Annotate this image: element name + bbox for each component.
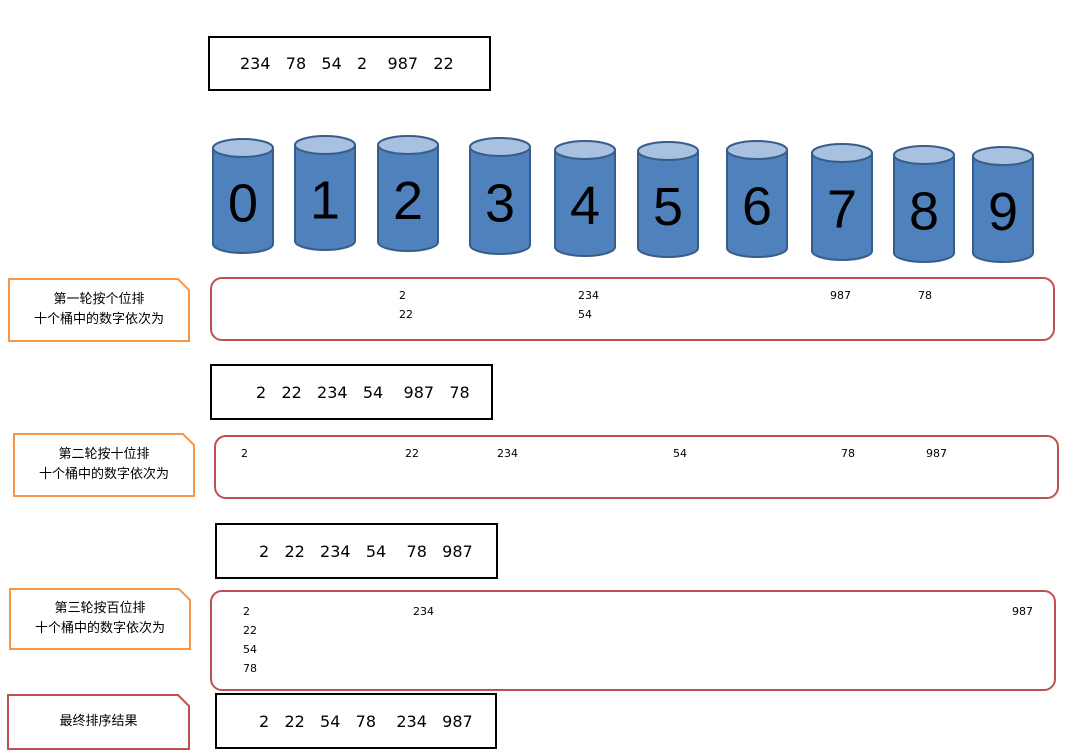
value: 22 — [405, 447, 419, 460]
bucket-6: 6 — [726, 140, 788, 258]
bucket-label: 9 — [988, 182, 1018, 242]
bucket-cylinder: 2 — [377, 135, 439, 252]
round3-bucket2-values: 234 — [413, 602, 434, 621]
bucket-8: 8 — [893, 145, 955, 263]
callout-shape — [7, 694, 190, 750]
bucket-7: 7 — [811, 143, 873, 261]
round2-label-callout: 第二轮按十位排 十个桶中的数字依次为 — [13, 433, 195, 497]
round1-result-text: 2 22 234 54 987 78 — [256, 382, 470, 402]
value: 22 — [399, 308, 413, 321]
callout-shape — [13, 433, 195, 497]
round1-label-callout: 第一轮按个位排 十个桶中的数字依次为 — [8, 278, 190, 342]
round2-label-line2: 十个桶中的数字依次为 — [38, 467, 169, 482]
final-result-text: 2 22 54 78 234 987 — [259, 711, 473, 731]
value: 2 — [399, 289, 406, 302]
value: 54 — [673, 447, 687, 460]
bucket-2: 2 — [377, 135, 439, 252]
round2-result-box: 2 22 234 54 78 987 — [215, 523, 498, 579]
value: 22 — [243, 624, 257, 637]
bucket-cylinder: 6 — [726, 140, 788, 258]
round3-bucket0-values: 2 22 54 78 — [243, 602, 257, 678]
bucket-label: 0 — [228, 174, 258, 234]
value: 987 — [926, 447, 947, 460]
round1-bucket7-values: 987 — [830, 286, 851, 305]
value: 78 — [918, 289, 932, 302]
bucket-0: 0 — [212, 138, 274, 254]
value: 234 — [578, 289, 599, 302]
bucket-label: 3 — [485, 174, 515, 234]
round3-label-line2: 十个桶中的数字依次为 — [34, 621, 165, 636]
round3-buckets-box — [210, 590, 1056, 691]
round1-result-box: 2 22 234 54 987 78 — [210, 364, 493, 420]
bucket-9: 9 — [972, 146, 1034, 263]
round2-bucket8-values: 987 — [926, 444, 947, 463]
round2-label-line1: 第二轮按十位排 — [58, 447, 150, 462]
callout-shape — [8, 278, 190, 342]
round2-result-text: 2 22 234 54 78 987 — [259, 541, 473, 561]
final-label-text: 最终排序结果 — [59, 714, 138, 729]
value: 78 — [841, 447, 855, 460]
bucket-label: 5 — [653, 177, 683, 237]
round2-bucket3-values: 234 — [497, 444, 518, 463]
bucket-cylinder: 4 — [554, 140, 616, 257]
bucket-3: 3 — [469, 137, 531, 255]
bucket-cylinder: 0 — [212, 138, 274, 254]
round1-bucket2-values: 2 22 — [399, 286, 413, 324]
bucket-cylinder: 7 — [811, 143, 873, 261]
value: 234 — [413, 605, 434, 618]
round3-label-callout: 第三轮按百位排 十个桶中的数字依次为 — [9, 588, 191, 650]
bucket-5: 5 — [637, 141, 699, 258]
round1-bucket4-values: 234 54 — [578, 286, 599, 324]
round3-label-line1: 第三轮按百位排 — [54, 601, 146, 616]
round2-bucket7-values: 78 — [841, 444, 855, 463]
bucket-label: 8 — [909, 182, 939, 242]
bucket-label: 4 — [570, 176, 600, 236]
value: 2 — [241, 447, 248, 460]
callout-shape — [9, 588, 191, 650]
bucket-cylinder: 3 — [469, 137, 531, 255]
bucket-label: 7 — [827, 180, 857, 240]
bucket-cylinder: 5 — [637, 141, 699, 258]
round2-buckets-box — [214, 435, 1059, 499]
round1-label-line2: 十个桶中的数字依次为 — [33, 312, 164, 327]
value: 54 — [243, 643, 257, 656]
bucket-1: 1 — [294, 135, 356, 251]
initial-sequence-text: 234 78 54 2 987 22 — [240, 54, 454, 73]
bucket-label: 2 — [393, 171, 423, 231]
value: 987 — [1012, 605, 1033, 618]
round1-bucket8-values: 78 — [918, 286, 932, 305]
round2-bucket2-values: 22 — [405, 444, 419, 463]
round2-bucket0-values: 2 — [241, 444, 248, 463]
bucket-cylinder: 1 — [294, 135, 356, 251]
bucket-cylinder: 8 — [893, 145, 955, 263]
round1-label-line1: 第一轮按个位排 — [53, 292, 145, 307]
round3-bucket9-values: 987 — [1012, 602, 1033, 621]
bucket-label: 6 — [742, 177, 772, 237]
final-result-box: 2 22 54 78 234 987 — [215, 693, 497, 749]
final-label-callout: 最终排序结果 — [7, 694, 190, 750]
round1-buckets-box — [210, 277, 1055, 341]
value: 54 — [578, 308, 592, 321]
value: 78 — [243, 662, 257, 675]
bucket-cylinder: 9 — [972, 146, 1034, 263]
value: 234 — [497, 447, 518, 460]
bucket-label: 1 — [310, 171, 340, 231]
value: 987 — [830, 289, 851, 302]
bucket-4: 4 — [554, 140, 616, 257]
value: 2 — [243, 605, 250, 618]
round2-bucket5-values: 54 — [673, 444, 687, 463]
initial-sequence-box: 234 78 54 2 987 22 — [208, 36, 491, 91]
